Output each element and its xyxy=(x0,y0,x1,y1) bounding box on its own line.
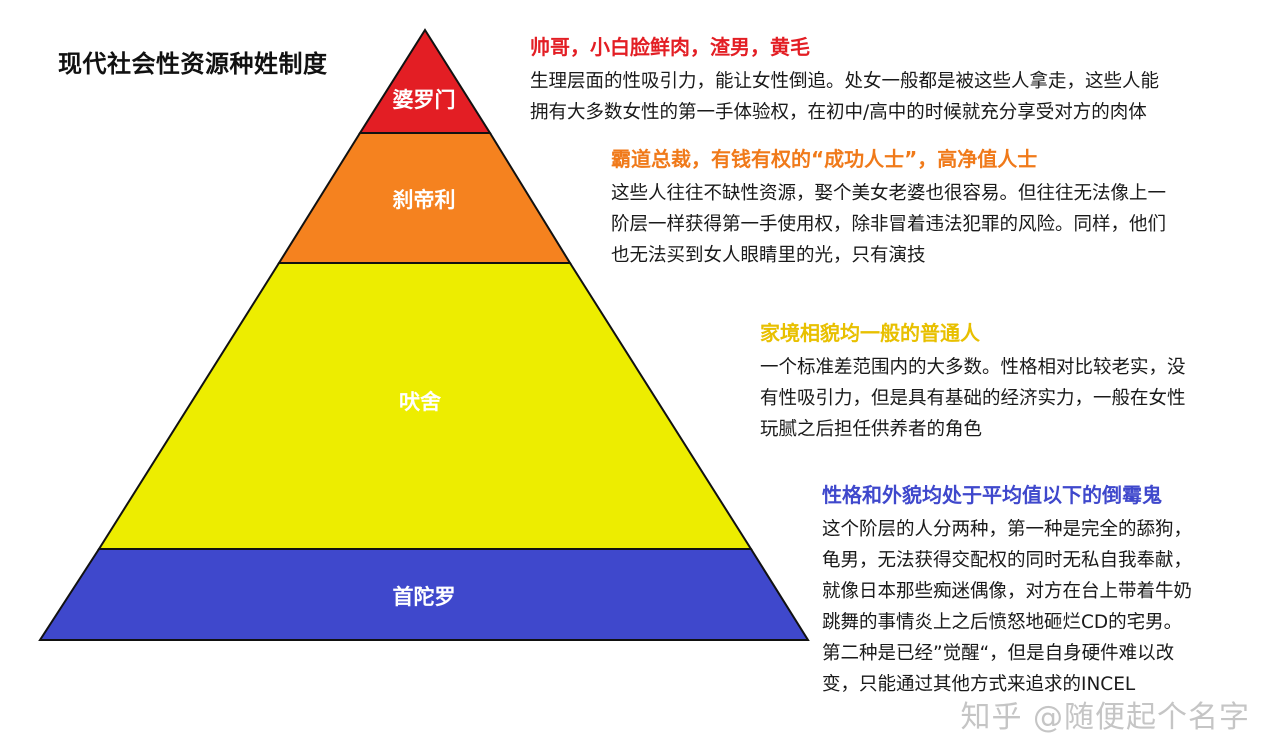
watermark: 知乎 @随便起个名字 xyxy=(960,700,1250,735)
tier-shudra-description: 性格和外貌均处于平均值以下的倒霉鬼 这个阶层的人分两种，第一种是完全的舔狗， 龟… xyxy=(822,480,1192,700)
tier-kshatriya-line: 这些人往往不缺性资源，娶个美女老婆也很容易。但往往无法像上一 xyxy=(611,183,1167,204)
tier-shudra-line: 这个阶层的人分两种，第一种是完全的舔狗， xyxy=(822,519,1193,540)
tier-kshatriya-label: 刹帝利 xyxy=(393,188,456,212)
tier-vaishya-description: 家境相貌均一般的普通人 一个标准差范围内的大多数。性格相对比较老实，没 有性吸引… xyxy=(760,318,1186,445)
tier-shudra-line: 第二种是已经”觉醒“，但是自身硬件难以改 xyxy=(822,643,1175,664)
tier-brahmin-shape xyxy=(358,28,492,134)
tier-shudra-line: 跳舞的事情炎上之后愤怒地砸烂CD的宅男。 xyxy=(822,612,1183,633)
tier-shudra-line: 龟男，无法获得交配权的同时无私自我奉献， xyxy=(822,550,1193,571)
tier-brahmin-line: 生理层面的性吸引力，能让女性倒追。处女一般都是被这些人拿走，这些人能 xyxy=(530,71,1160,92)
tier-shudra-shape xyxy=(38,548,810,641)
tier-vaishya-heading: 家境相貌均一般的普通人 xyxy=(760,321,980,345)
tier-shudra-line: 就像日本那些痴迷偶像，对方在台上带着牛奶 xyxy=(822,581,1193,602)
page-title: 现代社会性资源种姓制度 xyxy=(58,50,328,78)
tier-kshatriya-line: 也无法买到女人眼睛里的光，只有演技 xyxy=(611,245,926,266)
tier-shudra-heading: 性格和外貌均处于平均值以下的倒霉鬼 xyxy=(822,483,1162,507)
tier-vaishya-line: 玩腻之后担任供养者的角色 xyxy=(760,419,983,440)
tier-vaishya-label: 吠舍 xyxy=(399,390,442,414)
tier-shudra-label: 首陀罗 xyxy=(393,585,456,609)
tier-vaishya-line: 一个标准差范围内的大多数。性格相对比较老实，没 xyxy=(760,357,1186,378)
tier-brahmin-heading: 帅哥，小白脸鲜肉，渣男，黄毛 xyxy=(530,35,810,59)
tier-kshatriya-heading: 霸道总裁，有钱有权的“成功人士”，高净值人士 xyxy=(611,147,1038,171)
tier-vaishya-line: 有性吸引力，但是具有基础的经济实力，一般在女性 xyxy=(760,388,1186,409)
tier-kshatriya-line: 阶层一样获得第一手使用权，除非冒着违法犯罪的风险。同样，他们 xyxy=(611,214,1167,235)
tier-kshatriya-description: 霸道总裁，有钱有权的“成功人士”，高净值人士 这些人往往不缺性资源，娶个美女老婆… xyxy=(611,144,1166,271)
tier-brahmin-label: 婆罗门 xyxy=(393,88,456,112)
tier-brahmin-description: 帅哥，小白脸鲜肉，渣男，黄毛 生理层面的性吸引力，能让女性倒追。处女一般都是被这… xyxy=(530,32,1159,128)
tier-shudra-line: 变，只能通过其他方式来追求的INCEL xyxy=(822,674,1136,695)
tier-brahmin-line: 拥有大多数女性的第一手体验权，在初中/高中的时候就充分享受对方的肉体 xyxy=(530,102,1147,123)
